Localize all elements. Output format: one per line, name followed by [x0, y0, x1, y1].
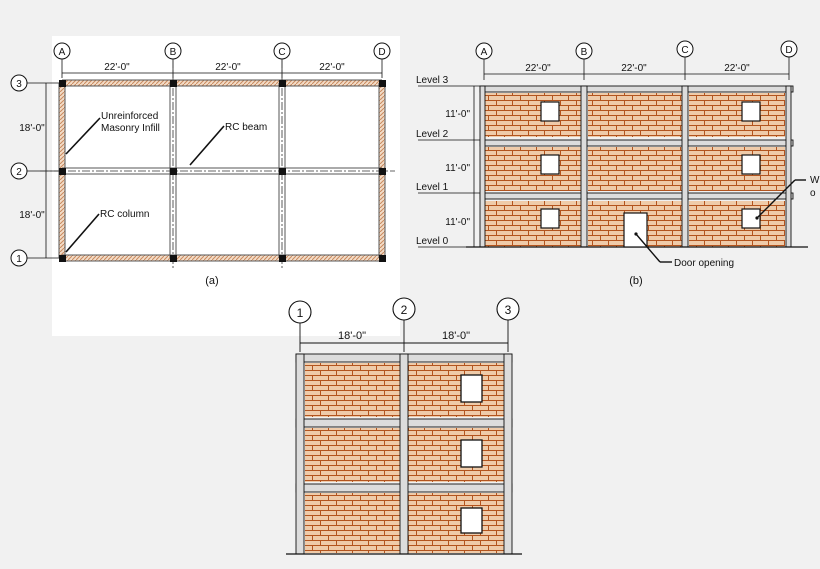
front-elevation-view: A B C D 22'-0" 22'-0" 22'-0": [416, 40, 820, 287]
plan-grid-label-3: 3: [16, 79, 22, 90]
side-frame: [295, 353, 513, 555]
front-bay-width-3: 22'-0": [724, 63, 750, 74]
plan-grid-bubble-D: D: [373, 42, 391, 60]
plan-annotation-beam: RC beam: [189, 122, 267, 166]
front-dimension-top: [483, 57, 790, 80]
plan-grid-bubble-3: 3: [10, 74, 28, 92]
front-grid-label-D: D: [785, 45, 792, 56]
plan-grid-bubble-A: A: [53, 42, 71, 60]
front-frame: [479, 85, 794, 248]
front-window: [540, 101, 560, 122]
side-grid-bubble-3: 3: [496, 297, 520, 321]
front-brick-infill: [485, 93, 785, 247]
front-level-2: Level 2: [416, 129, 449, 140]
front-story-height-2: 11'-0": [445, 163, 470, 174]
plan-grid-label-A: A: [59, 47, 66, 58]
plan-bay-width-2: 22'-0": [215, 62, 241, 73]
plan-dimension-left: [27, 82, 60, 259]
plan-bay-height-2: 18'-0": [19, 210, 45, 221]
side-windows: [460, 374, 483, 534]
front-window: [741, 154, 761, 175]
side-window: [460, 507, 483, 534]
plan-grid-label-2: 2: [16, 167, 22, 178]
plan-label-column: RC column: [100, 209, 149, 220]
front-window: [741, 208, 761, 229]
side-grid-label-3: 3: [505, 303, 512, 317]
side-grid-bubble-2: 2: [392, 297, 416, 321]
front-story-height-3: 11'-0": [445, 109, 470, 120]
side-grid-bubble-1: 1: [288, 300, 312, 324]
front-annotation-door: Door opening: [634, 232, 734, 269]
side-bay-width-1: 18'-0": [338, 330, 366, 342]
plan-grid-bubble-C: C: [273, 42, 291, 60]
plan-annotation-column: RC column: [65, 209, 149, 253]
front-grid-label-C: C: [681, 45, 688, 56]
front-label-door: Door opening: [674, 258, 734, 269]
side-elevation-view: 1 2 3 18'-0" 18'-0": [286, 297, 522, 555]
side-window: [460, 374, 483, 403]
plan-view: A B C D 3 2 1: [10, 36, 400, 336]
plan-bay-width-3: 22'-0": [319, 62, 345, 73]
plan-columns: [59, 80, 386, 262]
front-level-1: Level 1: [416, 182, 449, 193]
plan-bay-width-1: 22'-0": [104, 62, 130, 73]
front-grid-bubble-D: D: [780, 40, 798, 58]
front-window: [540, 154, 560, 175]
front-label-window-partial-2: o: [810, 188, 816, 199]
plan-grid-label-C: C: [278, 47, 285, 58]
front-grid-bubble-B: B: [575, 42, 593, 60]
front-level-3: Level 3: [416, 75, 449, 86]
plan-grid-label-1: 1: [16, 254, 22, 265]
plan-grid-label-B: B: [170, 47, 177, 58]
front-grid-bubble-C: C: [676, 40, 694, 58]
side-brick-infill: [305, 363, 504, 553]
front-window: [540, 208, 560, 229]
front-bay-width-2: 22'-0": [621, 63, 647, 74]
plan-grid-lines: [40, 60, 395, 268]
front-annotation-window: W o: [755, 175, 820, 220]
front-story-height-1: 11'-0": [445, 217, 470, 228]
plan-grid-bubble-2: 2: [10, 162, 28, 180]
plan-label-infill-line1: Unreinforced: [101, 111, 158, 122]
front-bay-width-1: 22'-0": [525, 63, 551, 74]
plan-grid-bubble-B: B: [164, 42, 182, 60]
side-grid-label-1: 1: [297, 306, 304, 320]
front-level-0: Level 0: [416, 236, 449, 247]
front-grid-bubble-A: A: [475, 42, 493, 60]
front-windows: [540, 101, 761, 229]
plan-grid-label-D: D: [378, 47, 385, 58]
plan-label-beam: RC beam: [225, 122, 267, 133]
front-window: [741, 101, 761, 122]
plan-grid-bubble-1: 1: [10, 249, 28, 267]
side-bay-width-2: 18'-0": [442, 330, 470, 342]
side-window: [460, 439, 483, 468]
front-label-window-partial-1: W: [810, 175, 820, 186]
plan-label-infill-line2: Masonry Infill: [101, 123, 160, 134]
front-door: [623, 212, 648, 248]
plan-caption: (a): [205, 275, 218, 287]
front-caption: (b): [629, 275, 642, 287]
plan-bay-height-1: 18'-0": [19, 123, 45, 134]
side-grid-label-2: 2: [401, 303, 408, 317]
side-dimension-top: [299, 320, 509, 352]
front-grid-label-A: A: [481, 47, 488, 58]
plan-annotation-infill: Unreinforced Masonry Infill: [65, 111, 160, 155]
front-grid-label-B: B: [581, 47, 588, 58]
